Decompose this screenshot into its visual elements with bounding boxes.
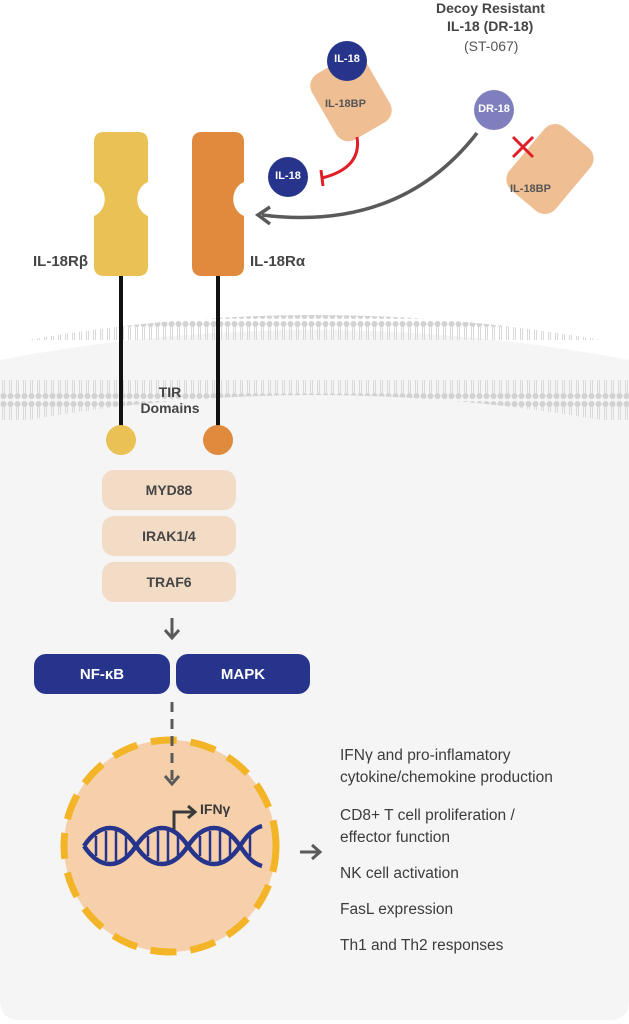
tir-domain-alpha [203, 425, 233, 455]
dr18-label: DR-18 [478, 103, 510, 115]
cell-membrane [0, 315, 629, 425]
decoy-code: (ST-067) [464, 38, 519, 54]
dr18-binding-arrow [261, 131, 479, 220]
il18bp-right-shape [506, 124, 594, 214]
dr18-circle [474, 90, 514, 130]
il18-mid-circle [268, 157, 308, 197]
il18r-beta-label: IL-18Rβ [33, 253, 88, 270]
signal-down-arrow [163, 618, 181, 641]
tir-label-line1: TIR [158, 384, 182, 400]
outcome-arrow [300, 843, 323, 861]
il18-mid-label: IL-18 [275, 170, 301, 182]
il18bp-top-group [310, 54, 392, 142]
tir-label-line2: Domains [140, 400, 200, 416]
adaptor-myd88: MYD88 [102, 470, 236, 510]
il18bp-right-label: IL-18BP [510, 183, 551, 195]
transcription-arrow-icon [172, 804, 198, 830]
no-binding-cross [511, 135, 535, 159]
gene-label: IFNγ [200, 801, 231, 817]
outcome-item: Th1 and Th2 responses [340, 937, 504, 954]
tir-domain-beta [106, 425, 136, 455]
il18r-alpha-label: IL-18Rα [250, 253, 306, 270]
outcome-item: CD8+ T cell proliferation / effector fun… [340, 807, 515, 846]
adaptor-traf6: TRAF6 [102, 562, 236, 602]
nucleus [60, 736, 280, 956]
nuclear-translocation-arrow [163, 702, 181, 787]
decoy-title-line1: Decoy Resistant [436, 0, 545, 16]
outcome-item: FasL expression [340, 901, 454, 918]
il18r-alpha-domain [192, 132, 244, 276]
il18-top-label: IL-18 [334, 53, 360, 65]
outcome-item: IFNγ and pro-inflamatory cytokine/chemok… [340, 747, 553, 786]
decoy-title-line2: IL-18 (DR-18) [447, 18, 534, 34]
il18bp-top-label: IL-18BP [325, 98, 366, 110]
adaptor-irak14: IRAK1/4 [102, 516, 236, 556]
nfkb-box: NF-κB [34, 654, 170, 694]
mapk-box: MAPK [176, 654, 310, 694]
outcome-item: NK cell activation [340, 865, 459, 882]
il18r-beta-domain [94, 132, 148, 276]
dna-helix-icon [82, 823, 263, 869]
il18-top-circle [327, 41, 367, 81]
inhibition-arrow [321, 136, 360, 180]
